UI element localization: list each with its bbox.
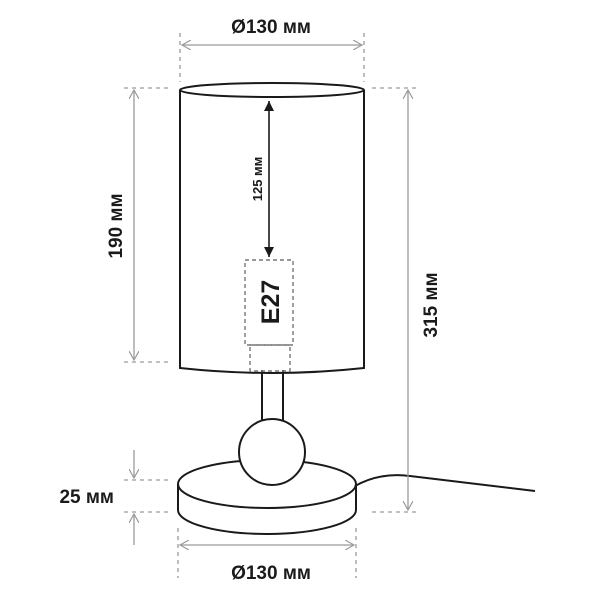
socket-outline [244,259,294,372]
power-cord [354,474,536,492]
base-height-label: 25 мм [59,487,114,508]
lamp-base [177,459,357,535]
lamp-outline [177,82,536,535]
lamp-shade [179,90,365,374]
lamp-ball [238,418,306,486]
lamp-shade-top [179,82,365,98]
bottom-diameter-label: Ø130 мм [231,563,311,584]
socket-depth-label: 125 мм [250,157,265,202]
socket-label: E27 [257,280,285,324]
shade-height-label: 190 мм [106,193,127,258]
dimension-lines [124,33,418,578]
total-height-label: 315 мм [421,272,442,337]
lamp-base-rim [177,483,357,509]
top-diameter-label: Ø130 мм [231,17,311,38]
